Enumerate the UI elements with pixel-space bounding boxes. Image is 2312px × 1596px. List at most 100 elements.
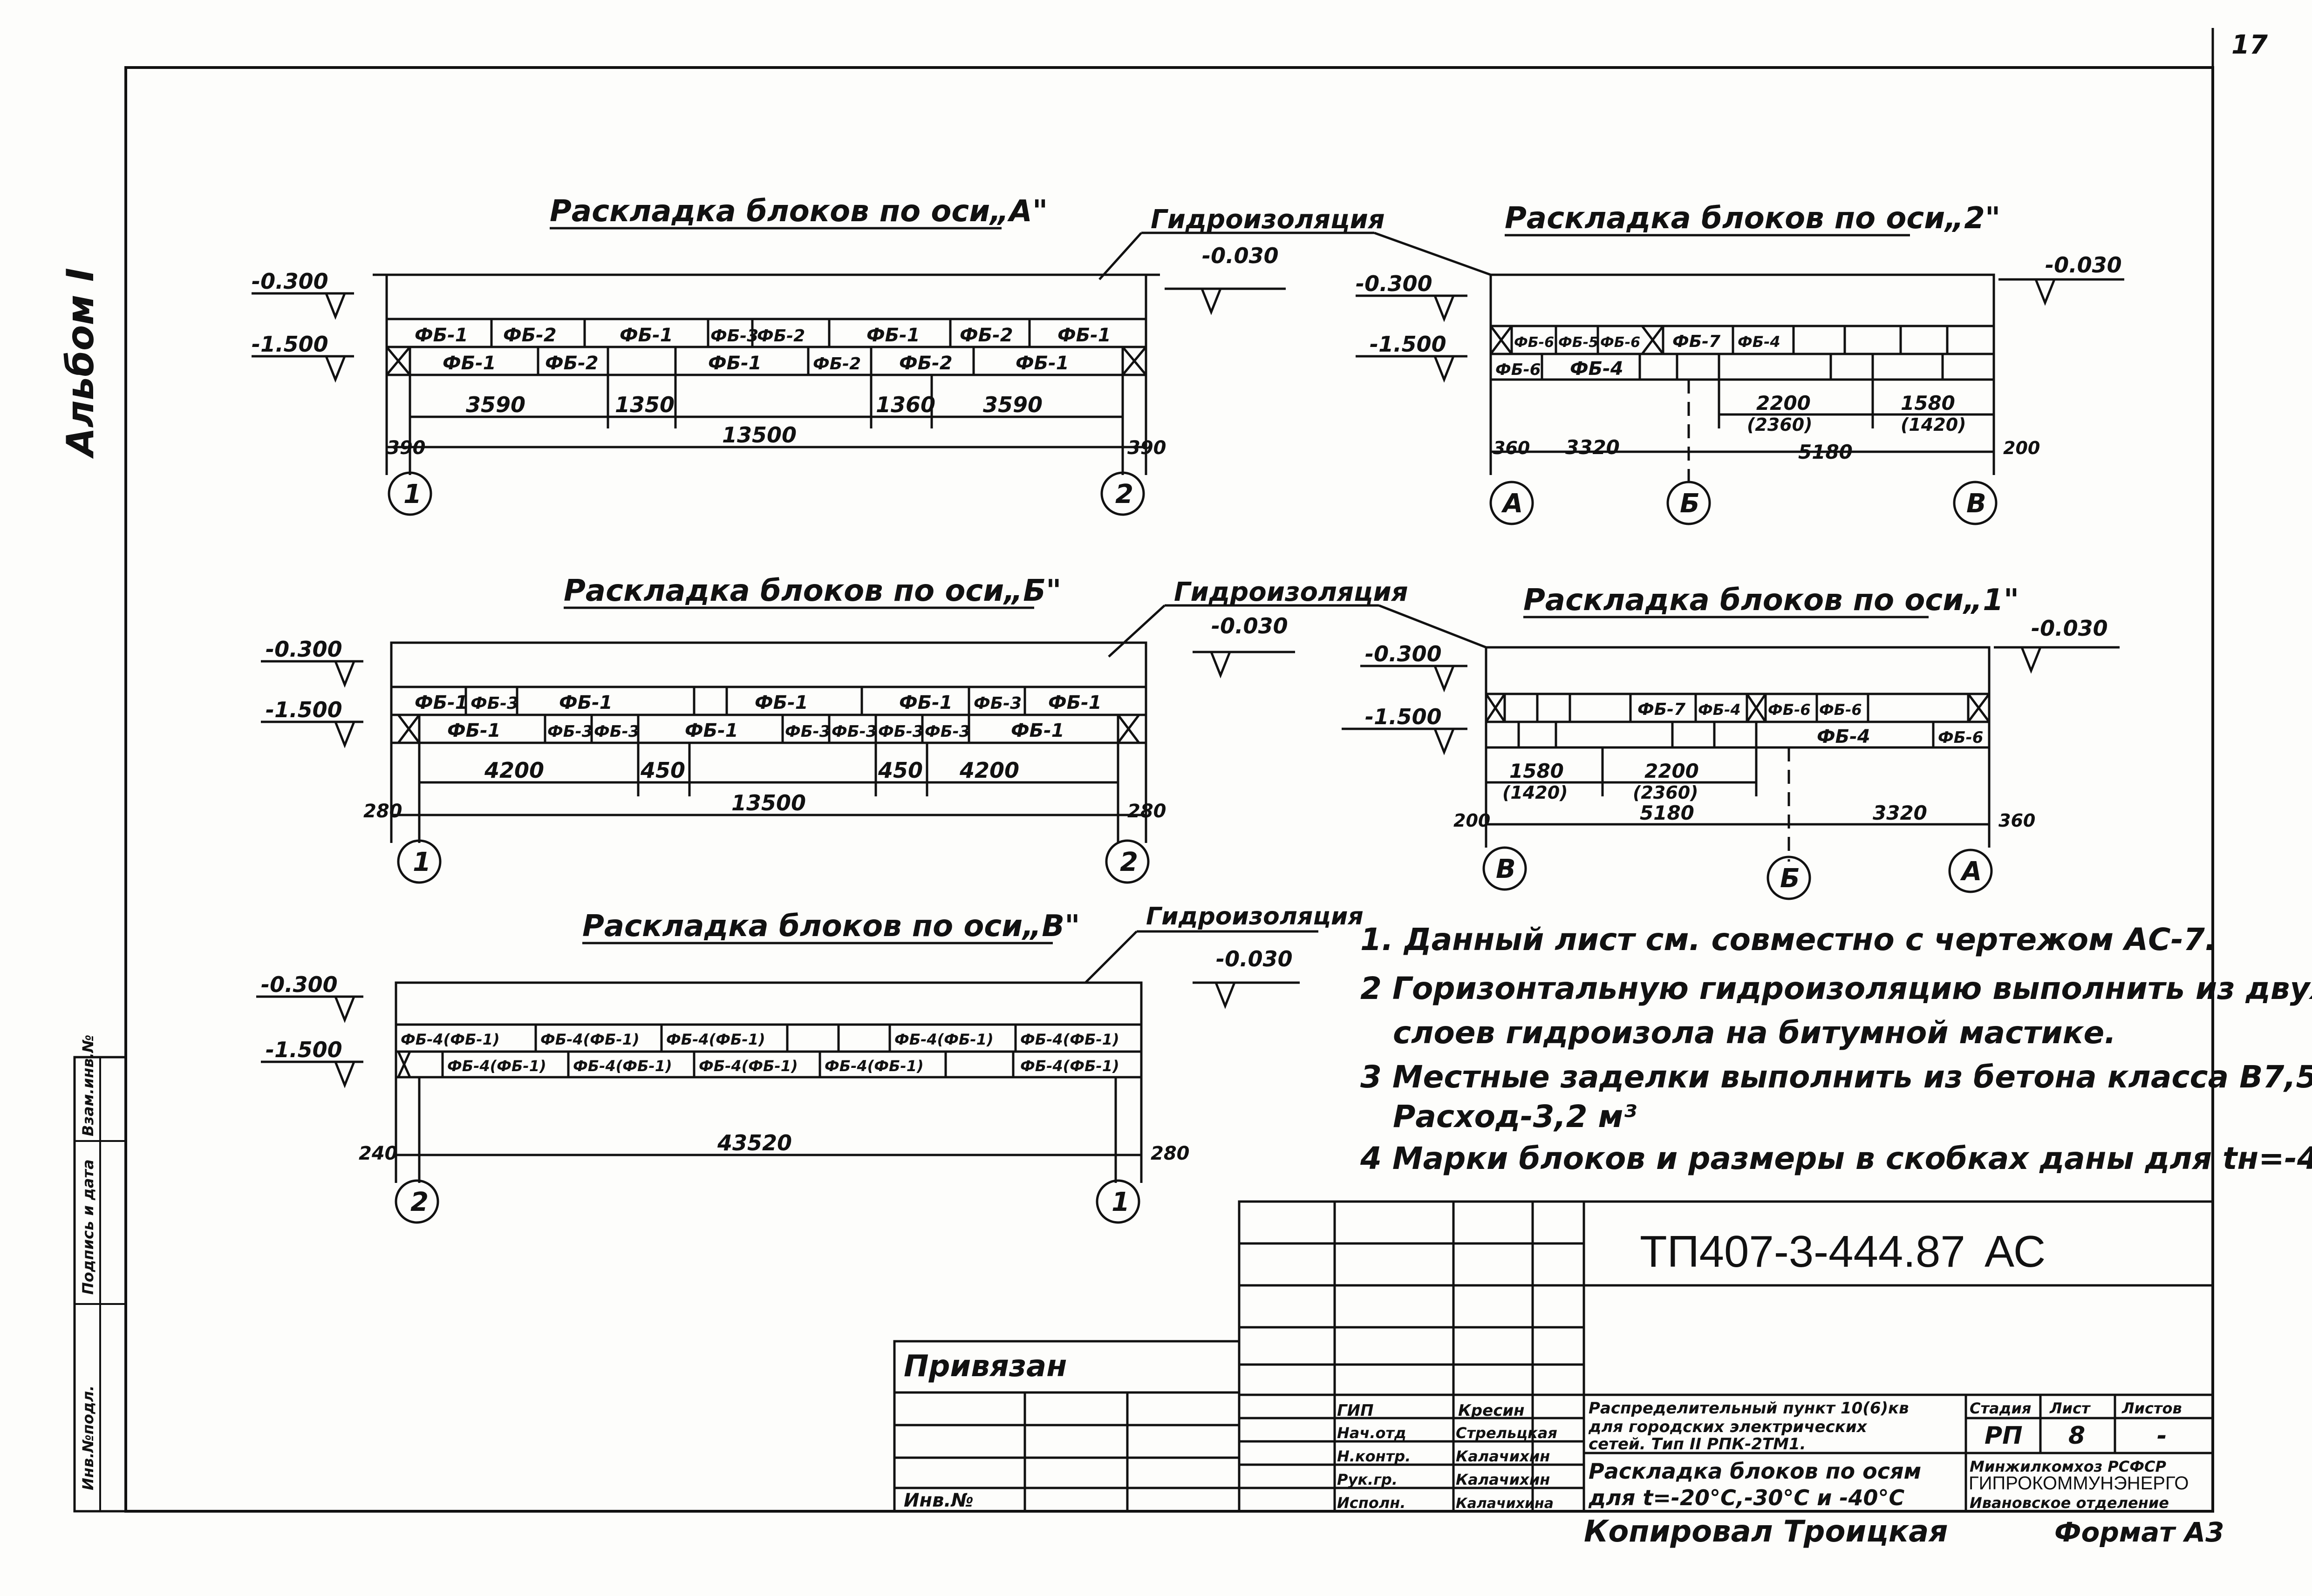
svg-text:ФБ-4: ФБ-4 <box>1817 726 1870 747</box>
svg-text:-0.300: -0.300 <box>1365 641 1442 666</box>
svg-text:ФБ-4(ФБ-1): ФБ-4(ФБ-1) <box>1020 1031 1119 1048</box>
svg-text:-0.300: -0.300 <box>266 637 342 662</box>
svg-text:ГИПРОКОММУНЭНЕРГО: ГИПРОКОММУНЭНЕРГО <box>1969 1473 2189 1494</box>
svg-text:ФБ-1: ФБ-1 <box>685 720 738 741</box>
svg-text:ФБ-2: ФБ-2 <box>899 353 953 374</box>
svg-text:ФБ-4(ФБ-1): ФБ-4(ФБ-1) <box>447 1057 546 1075</box>
svg-text:8: 8 <box>2068 1422 2085 1450</box>
page-number: 17 <box>2231 30 2268 60</box>
note-2: 2 Горизонтальную гидроизоляцию выполнить… <box>1360 971 2312 1006</box>
svg-text:Н.контр.: Н.контр. <box>1337 1447 1411 1465</box>
svg-text:2200: 2200 <box>1756 392 1811 414</box>
svg-text:-0.030: -0.030 <box>2031 616 2108 641</box>
diagram-axis-1: Раскладка блоков по оси„1" -0.300 -1.500… <box>1342 583 2120 900</box>
svg-text:3590: 3590 <box>983 392 1043 417</box>
bound-label: Привязан <box>904 1349 1067 1384</box>
svg-text:Б: Б <box>1680 489 1700 519</box>
svg-text:А: А <box>1501 489 1523 519</box>
svg-text:ФБ-6: ФБ-6 <box>1514 334 1554 351</box>
drawing-code: ТП407-3-444.87 <box>1640 1227 1965 1277</box>
svg-text:ФБ-6: ФБ-6 <box>1819 701 1862 719</box>
svg-text:ФБ-6: ФБ-6 <box>1495 360 1541 379</box>
svg-text:-0.030: -0.030 <box>1216 946 1293 971</box>
diagram-axis-a: Раскладка блоков по оси„А" Гидроизоляция… <box>252 194 1385 516</box>
svg-text:-0.030: -0.030 <box>2045 252 2122 278</box>
note-2b: слоев гидроизола на битумной мастике. <box>1393 1015 2116 1051</box>
svg-text:43520: 43520 <box>717 1130 792 1155</box>
svg-text:ФБ-4(ФБ-1): ФБ-4(ФБ-1) <box>894 1031 994 1048</box>
svg-text:280: 280 <box>1127 801 1166 822</box>
waterproofing-label: Гидроизоляция <box>1174 577 1408 607</box>
svg-text:200: 200 <box>1453 810 1490 831</box>
svg-text:ФБ-2: ФБ-2 <box>503 325 557 346</box>
level-top: -0.300 <box>252 269 328 294</box>
svg-text:-0.300: -0.300 <box>1356 271 1432 296</box>
svg-text:ФБ-3: ФБ-3 <box>710 326 758 346</box>
svg-text:-1.500: -1.500 <box>266 1037 342 1062</box>
svg-text:ФБ-1: ФБ-1 <box>415 692 468 713</box>
svg-text:ФБ-3: ФБ-3 <box>974 694 1022 713</box>
svg-text:ФБ-4(ФБ-1): ФБ-4(ФБ-1) <box>825 1057 924 1075</box>
album-label: Альбом I <box>59 268 102 459</box>
svg-text:Кресин: Кресин <box>1458 1401 1525 1420</box>
svg-text:360: 360 <box>1493 438 1530 458</box>
stamp-inv: Инв.№подл. <box>79 1385 97 1490</box>
svg-text:ФБ-1: ФБ-1 <box>415 325 468 346</box>
svg-text:13500: 13500 <box>722 422 797 448</box>
svg-text:ФБ-1: ФБ-1 <box>1016 353 1069 374</box>
svg-text:ФБ-6: ФБ-6 <box>1938 728 1983 747</box>
svg-text:390: 390 <box>387 437 426 459</box>
svg-text:Стадия: Стадия <box>1970 1399 2031 1417</box>
svg-text:ФБ-5: ФБ-5 <box>1558 334 1598 351</box>
stamp-replaced: Взам.инв.№ <box>79 1035 97 1136</box>
svg-text:ФБ-1: ФБ-1 <box>443 353 496 374</box>
svg-text:2: 2 <box>1120 847 1138 877</box>
svg-text:(2360): (2360) <box>1747 414 1813 435</box>
svg-text:-1.500: -1.500 <box>266 697 342 722</box>
level-right: -0.030 <box>1202 243 1279 268</box>
svg-text:Исполн.: Исполн. <box>1337 1494 1406 1512</box>
svg-text:200: 200 <box>2003 438 2040 458</box>
svg-text:450: 450 <box>878 758 923 783</box>
note-3: 3 Местные заделки выполнить из бетона кл… <box>1360 1059 2312 1095</box>
svg-text:ФБ-3: ФБ-3 <box>832 722 877 741</box>
svg-text:РП: РП <box>1985 1422 2023 1450</box>
svg-text:ФБ-6: ФБ-6 <box>1768 701 1811 719</box>
format-label: Формат А3 <box>2054 1516 2224 1548</box>
stamp-sign-date: Подпись и дата <box>79 1159 97 1295</box>
svg-text:ФБ-2: ФБ-2 <box>813 354 861 374</box>
svg-text:Лист: Лист <box>2049 1399 2091 1417</box>
svg-text:-1.500: -1.500 <box>1370 332 1446 357</box>
svg-text:280: 280 <box>1151 1143 1190 1164</box>
note-4: 4 Марки блоков и размеры в скобках даны … <box>1360 1141 2312 1176</box>
svg-text:ФБ-2: ФБ-2 <box>960 325 1013 346</box>
diagram-title: Раскладка блоков по оси„2" <box>1505 201 2000 236</box>
svg-text:Рук.гр.: Рук.гр. <box>1337 1471 1398 1488</box>
svg-text:ФБ-4(ФБ-1): ФБ-4(ФБ-1) <box>401 1031 500 1048</box>
svg-text:2200: 2200 <box>1644 760 1699 782</box>
svg-text:1360: 1360 <box>876 392 935 417</box>
axis-marker: 1 <box>403 479 422 509</box>
svg-text:ФБ-1: ФБ-1 <box>1011 720 1064 741</box>
svg-text:3320: 3320 <box>1873 801 1927 824</box>
svg-text:ФБ-3: ФБ-3 <box>471 694 518 713</box>
svg-text:для t=-20°С,-30°С и -40°С: для t=-20°С,-30°С и -40°С <box>1588 1485 1904 1510</box>
svg-text:В: В <box>1966 489 1986 519</box>
svg-text:1580: 1580 <box>1901 392 1955 414</box>
svg-text:Раскладка блоков по осям: Раскладка блоков по осям <box>1589 1459 1921 1484</box>
svg-text:В: В <box>1496 854 1516 884</box>
svg-text:ФБ-7: ФБ-7 <box>1637 700 1685 719</box>
svg-text:2: 2 <box>410 1187 429 1217</box>
svg-text:Калачихина: Калачихина <box>1456 1495 1554 1512</box>
svg-text:Калачихин: Калачихин <box>1456 1447 1550 1465</box>
diagram-title: Раскладка блоков по оси„1" <box>1523 583 2019 618</box>
svg-text:ФБ-4(ФБ-1): ФБ-4(ФБ-1) <box>573 1057 672 1075</box>
svg-text:-0.030: -0.030 <box>1211 613 1288 638</box>
svg-text:сетей. Тип II РПК-2ТМ1.: сетей. Тип II РПК-2ТМ1. <box>1589 1435 1806 1453</box>
note-1: 1. Данный лист см. совместно с чертежом … <box>1360 922 2217 958</box>
svg-text:3590: 3590 <box>466 392 525 417</box>
svg-text:1: 1 <box>1112 1187 1130 1217</box>
svg-text:ФБ-1: ФБ-1 <box>708 353 762 374</box>
svg-text:-0.300: -0.300 <box>261 972 338 997</box>
